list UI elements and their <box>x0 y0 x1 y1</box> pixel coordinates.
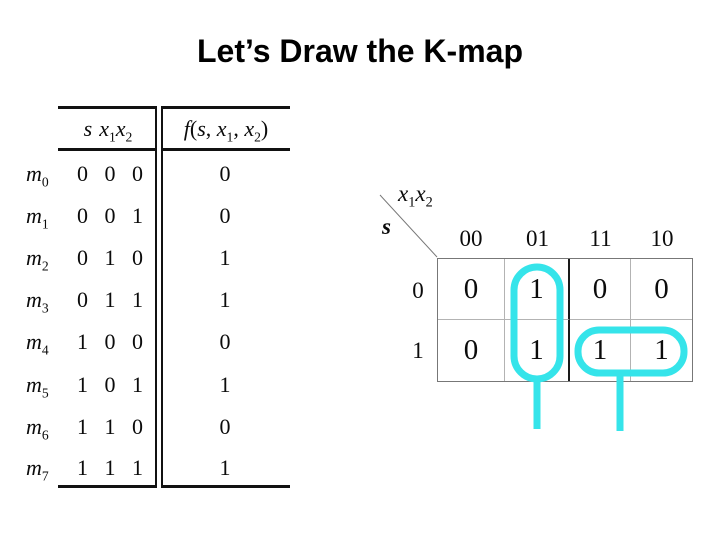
kmap-cell: 1 <box>654 334 669 366</box>
inputs-cell: 1 1 1 <box>77 455 143 480</box>
output-cell: 0 <box>219 203 231 228</box>
table-row: m1 0 0 1 0 <box>26 195 290 237</box>
inputs-cell: 0 1 0 <box>77 245 143 270</box>
header-output-label: f(s, x1, x2) <box>183 116 269 145</box>
kmap-col-header: 01 <box>526 226 549 251</box>
kmap-cell: 1 <box>505 320 570 381</box>
table-row: m7 1 1 1 1 <box>26 447 290 489</box>
kmap-col-header: 11 <box>589 226 612 251</box>
kmap-row-variable-label: s <box>382 214 391 239</box>
table-header-separator <box>58 148 290 151</box>
output-cell: 1 <box>219 455 231 480</box>
table-row: m6 1 1 0 0 <box>26 406 290 448</box>
output-cell: 0 <box>219 329 231 354</box>
kmap-row-header: 1 <box>412 338 424 363</box>
table-row: m4 1 0 0 0 <box>26 321 290 363</box>
output-cell: 1 <box>219 287 231 312</box>
kmap-col-header: 00 <box>459 226 483 251</box>
kmap-cell: 1 <box>570 320 631 381</box>
kmap-cell: 0 <box>631 259 692 320</box>
inputs-cell: 0 0 0 <box>77 161 143 186</box>
inputs-cell: 0 1 1 <box>77 287 143 312</box>
minterm-label: m0 <box>26 161 49 190</box>
kmap-cell: 1 <box>505 259 570 320</box>
inputs-cell: 1 0 1 <box>77 372 143 397</box>
table-border-bottom <box>58 485 290 488</box>
minterm-label: m2 <box>26 245 49 274</box>
table-double-divider <box>155 106 163 488</box>
kmap-col-header: 10 <box>650 226 674 251</box>
minterm-label: m6 <box>26 414 49 443</box>
minterm-label: m7 <box>26 455 49 484</box>
kmap-cell: 0 <box>570 259 631 320</box>
kmap-grid: 0 1 0 0 0 1 1 1 <box>437 258 693 382</box>
output-cell: 0 <box>219 414 231 439</box>
kmap-cell: 0 <box>438 259 505 320</box>
table-row: m3 0 1 1 1 <box>26 279 290 321</box>
minterm-label: m5 <box>26 372 49 401</box>
output-cell: 0 <box>219 161 231 186</box>
kmap-corner-label: x1x2 <box>398 181 433 211</box>
slide-title: Let’s Draw the K-map <box>197 33 523 69</box>
inputs-cell: 0 0 1 <box>77 203 143 228</box>
output-cell: 1 <box>219 372 231 397</box>
table-border-top <box>58 106 290 109</box>
table-row: m2 0 1 0 1 <box>26 237 290 279</box>
minterm-label: m4 <box>26 329 49 358</box>
minterm-label: m1 <box>26 203 49 232</box>
minterm-label: m3 <box>26 287 49 316</box>
kmap-cell: 0 <box>438 320 505 381</box>
inputs-cell: 1 0 0 <box>77 329 143 354</box>
table-row: m5 1 0 1 1 <box>26 364 290 406</box>
inputs-cell: 1 1 0 <box>77 414 143 439</box>
table-row: m0 0 0 0 0 <box>26 153 290 195</box>
output-cell: 1 <box>219 245 231 270</box>
kmap-column-headers: 00 01 11 10 <box>437 224 693 254</box>
kmap-row-header: 0 <box>412 278 424 303</box>
